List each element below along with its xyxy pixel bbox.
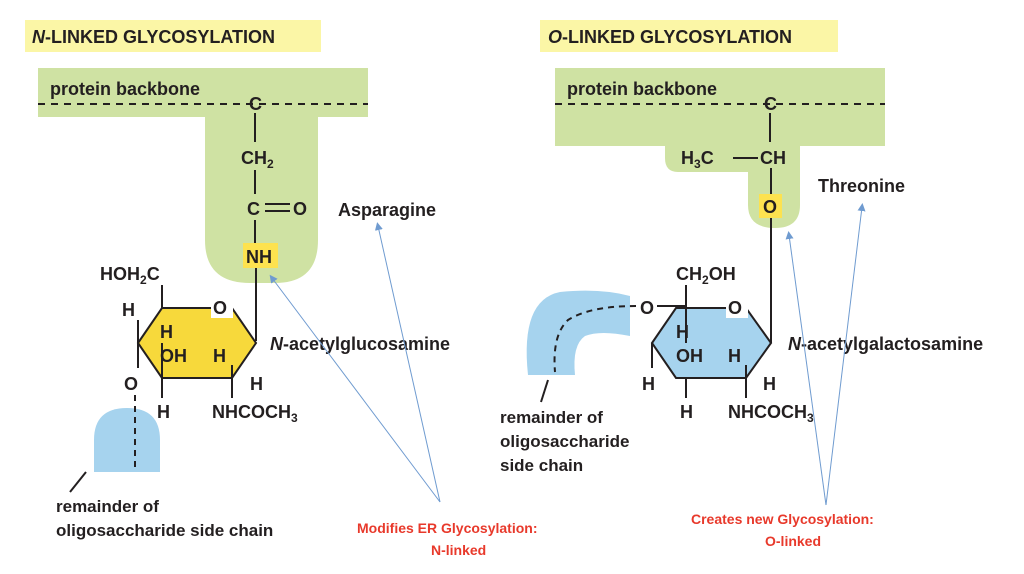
o-nhcoch3: NHCOCH3 (728, 402, 814, 425)
modifies-arrow-nh (269, 274, 441, 503)
galactosamine-ring (650, 307, 773, 379)
n-remainder-pointer (69, 471, 87, 493)
o-h-inner2: H (728, 346, 741, 366)
n-remainder-line1: remainder of (56, 497, 159, 516)
n-nh: NH (246, 247, 272, 267)
creates-arrow-threonine (825, 203, 866, 506)
o-h-right: H (763, 374, 776, 394)
n-protein-backbone-shape (38, 68, 368, 283)
n-nhcoch3: NHCOCH3 (212, 402, 298, 425)
n-acetylglucosamine-label: N-acetylglucosamine (270, 334, 450, 354)
ch2oh: CH2OH (676, 264, 736, 287)
n-carbonyl-oxygen: O (293, 199, 307, 219)
n-acetylgalactosamine-label: N-acetylgalactosamine (788, 334, 983, 354)
n-linked-heading-box (25, 20, 321, 52)
n-backbone-label: protein backbone (50, 79, 200, 99)
n-backbone-carbon: C (249, 94, 262, 114)
n-h-bottom: H (157, 402, 170, 422)
o-backbone-carbon: C (764, 94, 777, 114)
o-ring-oxygen: O (728, 298, 742, 318)
n-ch2: CH2 (241, 148, 274, 171)
asparagine-label: Asparagine (338, 200, 436, 220)
o-highlight (759, 194, 782, 218)
n-ring-o-backdrop (211, 296, 233, 318)
n-linked-heading: N-LINKED GLYCOSYLATION (32, 27, 275, 47)
o-oligo-dash (553, 305, 637, 373)
modifies-arrow-asparagine (374, 222, 441, 503)
modifies-label-line1: Modifies ER Glycosylation: (357, 520, 537, 536)
o-backbone-label: protein backbone (567, 79, 717, 99)
n-o-link: O (124, 374, 138, 394)
creates-label-line1: Creates new Glycosylation: (691, 511, 874, 527)
hoh2c: HOH2C (100, 264, 160, 287)
glucosamine-ring (136, 307, 258, 379)
n-oligosaccharide-shape (94, 408, 160, 472)
o-linked-heading-box (540, 20, 838, 52)
o-linked-heading: O-LINKED GLYCOSYLATION (548, 27, 792, 47)
n-oh-inner: OH (160, 346, 187, 366)
o-remainder-line2: oligosaccharide (500, 432, 629, 451)
n-h-inner1: H (160, 322, 173, 342)
o-remainder-line3: side chain (500, 456, 583, 475)
o-ch: CH (760, 148, 786, 168)
o-h-left: H (642, 374, 655, 394)
o-h-inner1: H (676, 322, 689, 342)
creates-arrow-o (785, 231, 827, 506)
o-protein-backbone-shape (555, 68, 885, 228)
o-oh-inner: OH (676, 346, 703, 366)
n-h-inner2: H (213, 346, 226, 366)
n-ring-oxygen: O (213, 298, 227, 318)
o-ring-o-backdrop (726, 296, 748, 318)
o-remainder-line1: remainder of (500, 408, 603, 427)
o-o-left: O (640, 298, 654, 318)
threonine-label: Threonine (818, 176, 905, 196)
o-oligosaccharide-shape (526, 290, 630, 375)
n-carbonyl-carbon: C (247, 199, 260, 219)
o-link-oxygen: O (763, 197, 777, 217)
nh-highlight (243, 243, 278, 268)
n-h-left: H (122, 300, 135, 320)
modifies-label-line2: N-linked (431, 542, 486, 558)
n-h-right: H (250, 374, 263, 394)
o-h-bottom: H (680, 402, 693, 422)
o-remainder-pointer (540, 379, 549, 403)
o-h3c: H3C (681, 148, 714, 171)
creates-label-line2: O-linked (765, 533, 821, 549)
n-remainder-line2: oligosaccharide side chain (56, 521, 273, 540)
